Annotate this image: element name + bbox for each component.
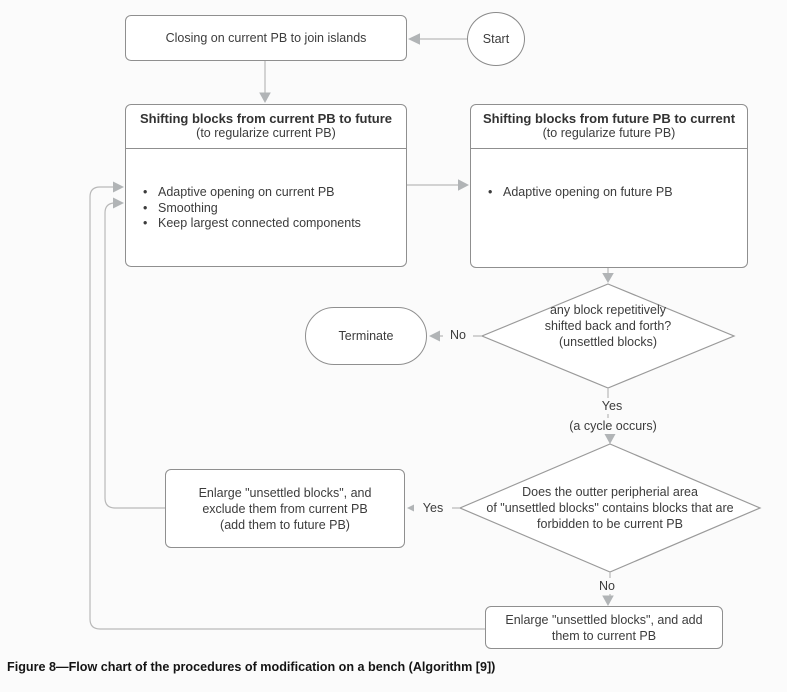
arrowhead-closing-to-shift-current xyxy=(259,92,271,103)
terminate-node: Terminate xyxy=(305,307,427,365)
arrowhead-shift-current-to-shift-future xyxy=(458,179,469,191)
shift-future-subtitle: (to regularize future PB) xyxy=(542,126,676,140)
shift-future-box: Shifting blocks from future PB to curren… xyxy=(470,104,748,268)
shift-current-subtitle: (to regularize current PB) xyxy=(196,126,336,140)
start-label: Start xyxy=(482,32,510,46)
figure-caption: Figure 8—Flow chart of the procedures of… xyxy=(7,660,496,674)
shift-future-title: Shifting blocks from future PB to curren… xyxy=(482,111,736,126)
terminate-label: Terminate xyxy=(338,329,394,343)
shift-current-bullet-list: Adaptive opening on current PB Smoothing… xyxy=(126,149,406,232)
arrowhead-decision2-to-enlarge-add xyxy=(602,595,614,606)
bullet-item: Adaptive opening on current PB xyxy=(143,185,398,201)
arrowhead-shift-future-to-decision1 xyxy=(602,273,614,283)
arrowhead-loop-enlarge-exclude xyxy=(113,197,124,209)
arrowhead-decision1-to-terminate xyxy=(429,330,440,342)
decision-unsettled-label: any block repetitively shifted back and … xyxy=(544,303,672,349)
bullet-item: Adaptive opening on future PB xyxy=(488,185,739,201)
bullet-item: Keep largest connected components xyxy=(143,216,398,232)
decision-peripheral-label: Does the outter peripherial area of "uns… xyxy=(486,485,734,531)
shift-current-box: Shifting blocks from current PB to futur… xyxy=(125,104,407,267)
bullet-item: Smoothing xyxy=(143,201,398,217)
label-cycle-note: (a cycle occurs) xyxy=(556,418,670,434)
arrowhead-decision1-to-decision2 xyxy=(604,433,616,444)
arrowhead-loop-enlarge-add xyxy=(113,181,124,193)
shift-current-header: Shifting blocks from current PB to futur… xyxy=(126,105,406,149)
label-no-add: No xyxy=(592,578,622,594)
shift-future-bullet-list: Adaptive opening on future PB xyxy=(471,149,747,201)
edge-loop-enlarge-add-to-shift-current xyxy=(89,186,485,630)
label-yes-cycle: Yes xyxy=(594,398,630,414)
label-yes-exclude: Yes xyxy=(414,500,452,516)
arrowhead-start-to-closing xyxy=(408,33,420,45)
label-no-terminate: No xyxy=(443,327,473,343)
start-node: Start xyxy=(467,12,525,66)
closing-box-label: Closing on current PB to join islands xyxy=(165,31,367,45)
shift-current-title: Shifting blocks from current PB to futur… xyxy=(139,111,393,126)
enlarge-add-box: Enlarge "unsettled blocks", and add them… xyxy=(485,606,723,649)
shift-future-header: Shifting blocks from future PB to curren… xyxy=(471,105,747,149)
edge-loop-enlarge-exclude-to-shift-current xyxy=(104,202,165,509)
closing-box: Closing on current PB to join islands xyxy=(125,15,407,61)
enlarge-exclude-box: Enlarge "unsettled blocks", and exclude … xyxy=(165,469,405,548)
